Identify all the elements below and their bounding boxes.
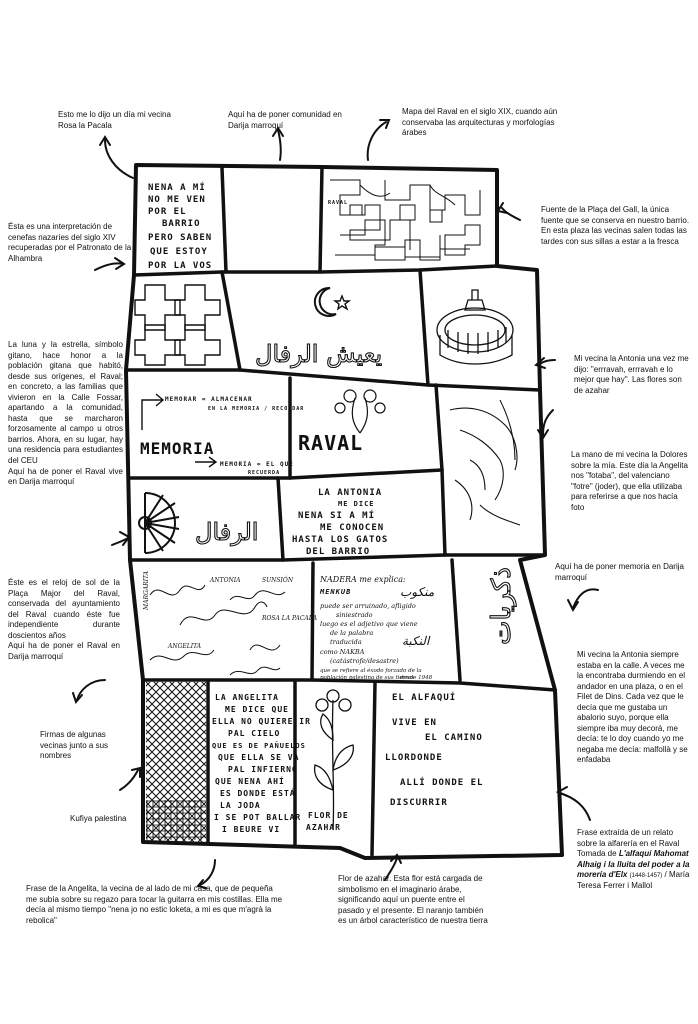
firma-angelita: ANGELITA: [167, 643, 202, 650]
raval-arabic: يعيش الرفال: [255, 340, 382, 368]
alfaqui-line-3: EL CAMINO: [425, 733, 483, 743]
note-kufiya: Kufiya palestina: [70, 814, 127, 823]
nena-line-2: NO ME VEN: [148, 195, 206, 205]
nena-line-6: QUE ESTOY: [150, 247, 208, 257]
nadera-line-10: desde 1948: [400, 675, 433, 681]
moon-star: [313, 286, 337, 317]
memoria-arabic: ذكريات: [487, 567, 517, 645]
memoria-big: MEMORIA: [140, 439, 214, 458]
angelita-line-9: ES DONDE ESTÁ: [220, 787, 296, 798]
note-reloj-extra: Aquí ha de poner el Raval en Darija marr…: [8, 641, 120, 661]
nadera-line-5: traducida: [330, 638, 362, 646]
alfaqui-line-6: DISCURRIR: [390, 798, 448, 808]
note-reloj-text: Éste es el reloj de sol de la Plaça Majo…: [8, 578, 120, 640]
nadera-line-9: población palestina de sus tierras: [320, 674, 414, 681]
note-angelita: Frase de la Angelita, la vecina de al la…: [26, 884, 283, 925]
nadera-line-6: como NAKBA: [320, 648, 365, 656]
firma-sunsion: SUNSIÓN: [262, 576, 294, 584]
note-antonia-dijo: Mi vecina la Antonia una vez me dijo: "e…: [574, 354, 689, 395]
antonia-line-3: NENA SI A MÍ: [298, 509, 375, 521]
alfaqui-line-2: VIVE EN: [392, 718, 437, 728]
nadera-line-7: (catástrofe/desastre): [330, 657, 399, 665]
map-outline: [124, 163, 564, 860]
alfaqui-line-4: LLORDONDE: [385, 753, 443, 763]
antonia-line-5: HASTA LOS GATOS: [292, 535, 388, 545]
angelita-line-6: QUE ELLA SE VA: [218, 753, 299, 762]
nadera-word: MENKUB: [319, 588, 351, 596]
note-relato-intro: Frase extraída de un relato sobre la alf…: [577, 828, 680, 859]
note-relato-title: L'alfaquí Mahomat Alhaig i la lluita del…: [577, 849, 690, 880]
angelita-line-12: I BEURE VI: [222, 825, 280, 834]
hands-drawing: [449, 399, 521, 526]
sun-dial: [138, 492, 180, 554]
note-fuente: Fuente de la Plaça del Gall, la única fu…: [541, 205, 690, 246]
note-luna: La luna y la estrella, símbolo gitano, h…: [8, 340, 123, 488]
fountain-drawing: [436, 289, 514, 365]
nena-line-5: PERO SABEN: [148, 233, 212, 243]
nena-line-4: BARRIO: [162, 219, 201, 229]
antonia-line-4: ME CONOCEN: [320, 523, 384, 533]
note-firmas: Firmas de algunas vecinas junto a sus no…: [40, 730, 109, 761]
angelita-line-4: PAL CIELO: [228, 729, 280, 738]
note-relato: Frase extraída de un relato sobre la alf…: [577, 828, 693, 892]
firma-antonia: ANTONIA: [209, 577, 241, 584]
antonia-line-6: DEL BARRIO: [306, 547, 370, 557]
flor-label-1: FLOR DE: [308, 811, 349, 820]
nena-line-3: POR EL: [148, 207, 187, 217]
firma-margarita: MARGARITA: [143, 570, 150, 611]
note-rosa: Esto me lo dijo un día mi vecina Rosa la…: [58, 110, 171, 130]
memoria-sub: MEMORIA = EL QUE: [220, 461, 294, 468]
raval-outline-word: RAVAL: [298, 431, 363, 455]
angelita-line-8: QUE NENA AHÍ: [215, 775, 285, 786]
nadera-line-4: de la palabra: [330, 629, 373, 637]
note-antonia-calle: Mi vecina la Antonia siempre estaba en l…: [577, 650, 688, 765]
note-luna-text: La luna y la estrella, símbolo gitano, h…: [8, 340, 123, 466]
angelita-line-5: QUE ES DE PAÑUELOS: [212, 741, 306, 750]
raval-historic-map: [330, 179, 481, 261]
nadera-line-3: luego es el adjetivo que viene: [320, 620, 418, 628]
note-cenefas: Ésta es una interpretación de cenefas na…: [8, 222, 132, 263]
note-relato-years: (1448-1457): [629, 873, 663, 880]
note-comunidad: Aquí ha de poner comunidad en Darija mar…: [228, 110, 342, 130]
note-luna-extra: Aquí ha de poner el Raval vive en Darija…: [8, 466, 123, 487]
nadera-head: NADERA me explica:: [319, 575, 406, 584]
firma-rosa: ROSA LA PACALA: [261, 615, 318, 622]
alfaqui-line-1: EL ALFAQUÍ: [392, 691, 456, 703]
antonia-line-2: ME DICE: [338, 500, 375, 508]
nena-line-7: POR LA VOS: [148, 261, 212, 271]
signatures: [149, 584, 286, 676]
alfaqui-line-5: ALLÍ DONDE EL: [400, 776, 483, 788]
note-memoria-darija: Aquí ha de poner memoria en Darija marro…: [555, 562, 684, 582]
nena-line-1: NENA A MÍ: [148, 181, 206, 193]
angelita-line-1: LA ANGELITA: [215, 693, 279, 702]
memorar-sub: EN LA MEMORIA / RECORDAR: [208, 406, 304, 412]
nadera-line-8: que se refiere al éxodo forzado de la: [320, 667, 422, 674]
memoria-sub2: RECUERDA: [248, 470, 280, 476]
azahar-branch: [334, 389, 386, 434]
map-small-label: RAVAL: [328, 200, 348, 206]
note-relato-author: / María Teresa Ferrer i Mallol: [577, 870, 690, 891]
nadera-line-1: puede ser arruinado, afligido: [320, 602, 416, 610]
nadera-line-2: siniestrado: [336, 611, 373, 619]
orange-blossom: [313, 689, 354, 831]
note-dolores: La mano de mi vecina la Dolores sobre la…: [571, 450, 688, 512]
angelita-line-7: PAL INFIERNO: [228, 765, 298, 774]
angelita-line-3: ELLA NO QUIERE IR: [212, 717, 311, 726]
nadera-arabic: منكوب: [400, 585, 435, 599]
flor-label-2: AZAHAR: [306, 823, 341, 832]
note-mapa: Mapa del Raval en el siglo XIX, cuando a…: [402, 107, 558, 138]
raval-arabic-2: الرفال: [195, 518, 258, 546]
angelita-line-2: ME DICE QUE: [225, 705, 289, 714]
angelita-line-11: I SE POT BALLAR: [214, 813, 301, 822]
angelita-line-10: LA JODA: [220, 801, 261, 810]
note-reloj: Éste es el reloj de sol de la Plaça Majo…: [8, 578, 120, 662]
nakba-arabic: النكبة: [402, 634, 431, 648]
note-azahar: Flor de azahar. Esta flor está cargada d…: [338, 874, 488, 926]
antonia-line-1: LA ANTONIA: [318, 488, 382, 498]
cenefas-pattern: [134, 284, 221, 366]
memorar-text: MEMORAR = ALMACENAR: [165, 396, 253, 403]
